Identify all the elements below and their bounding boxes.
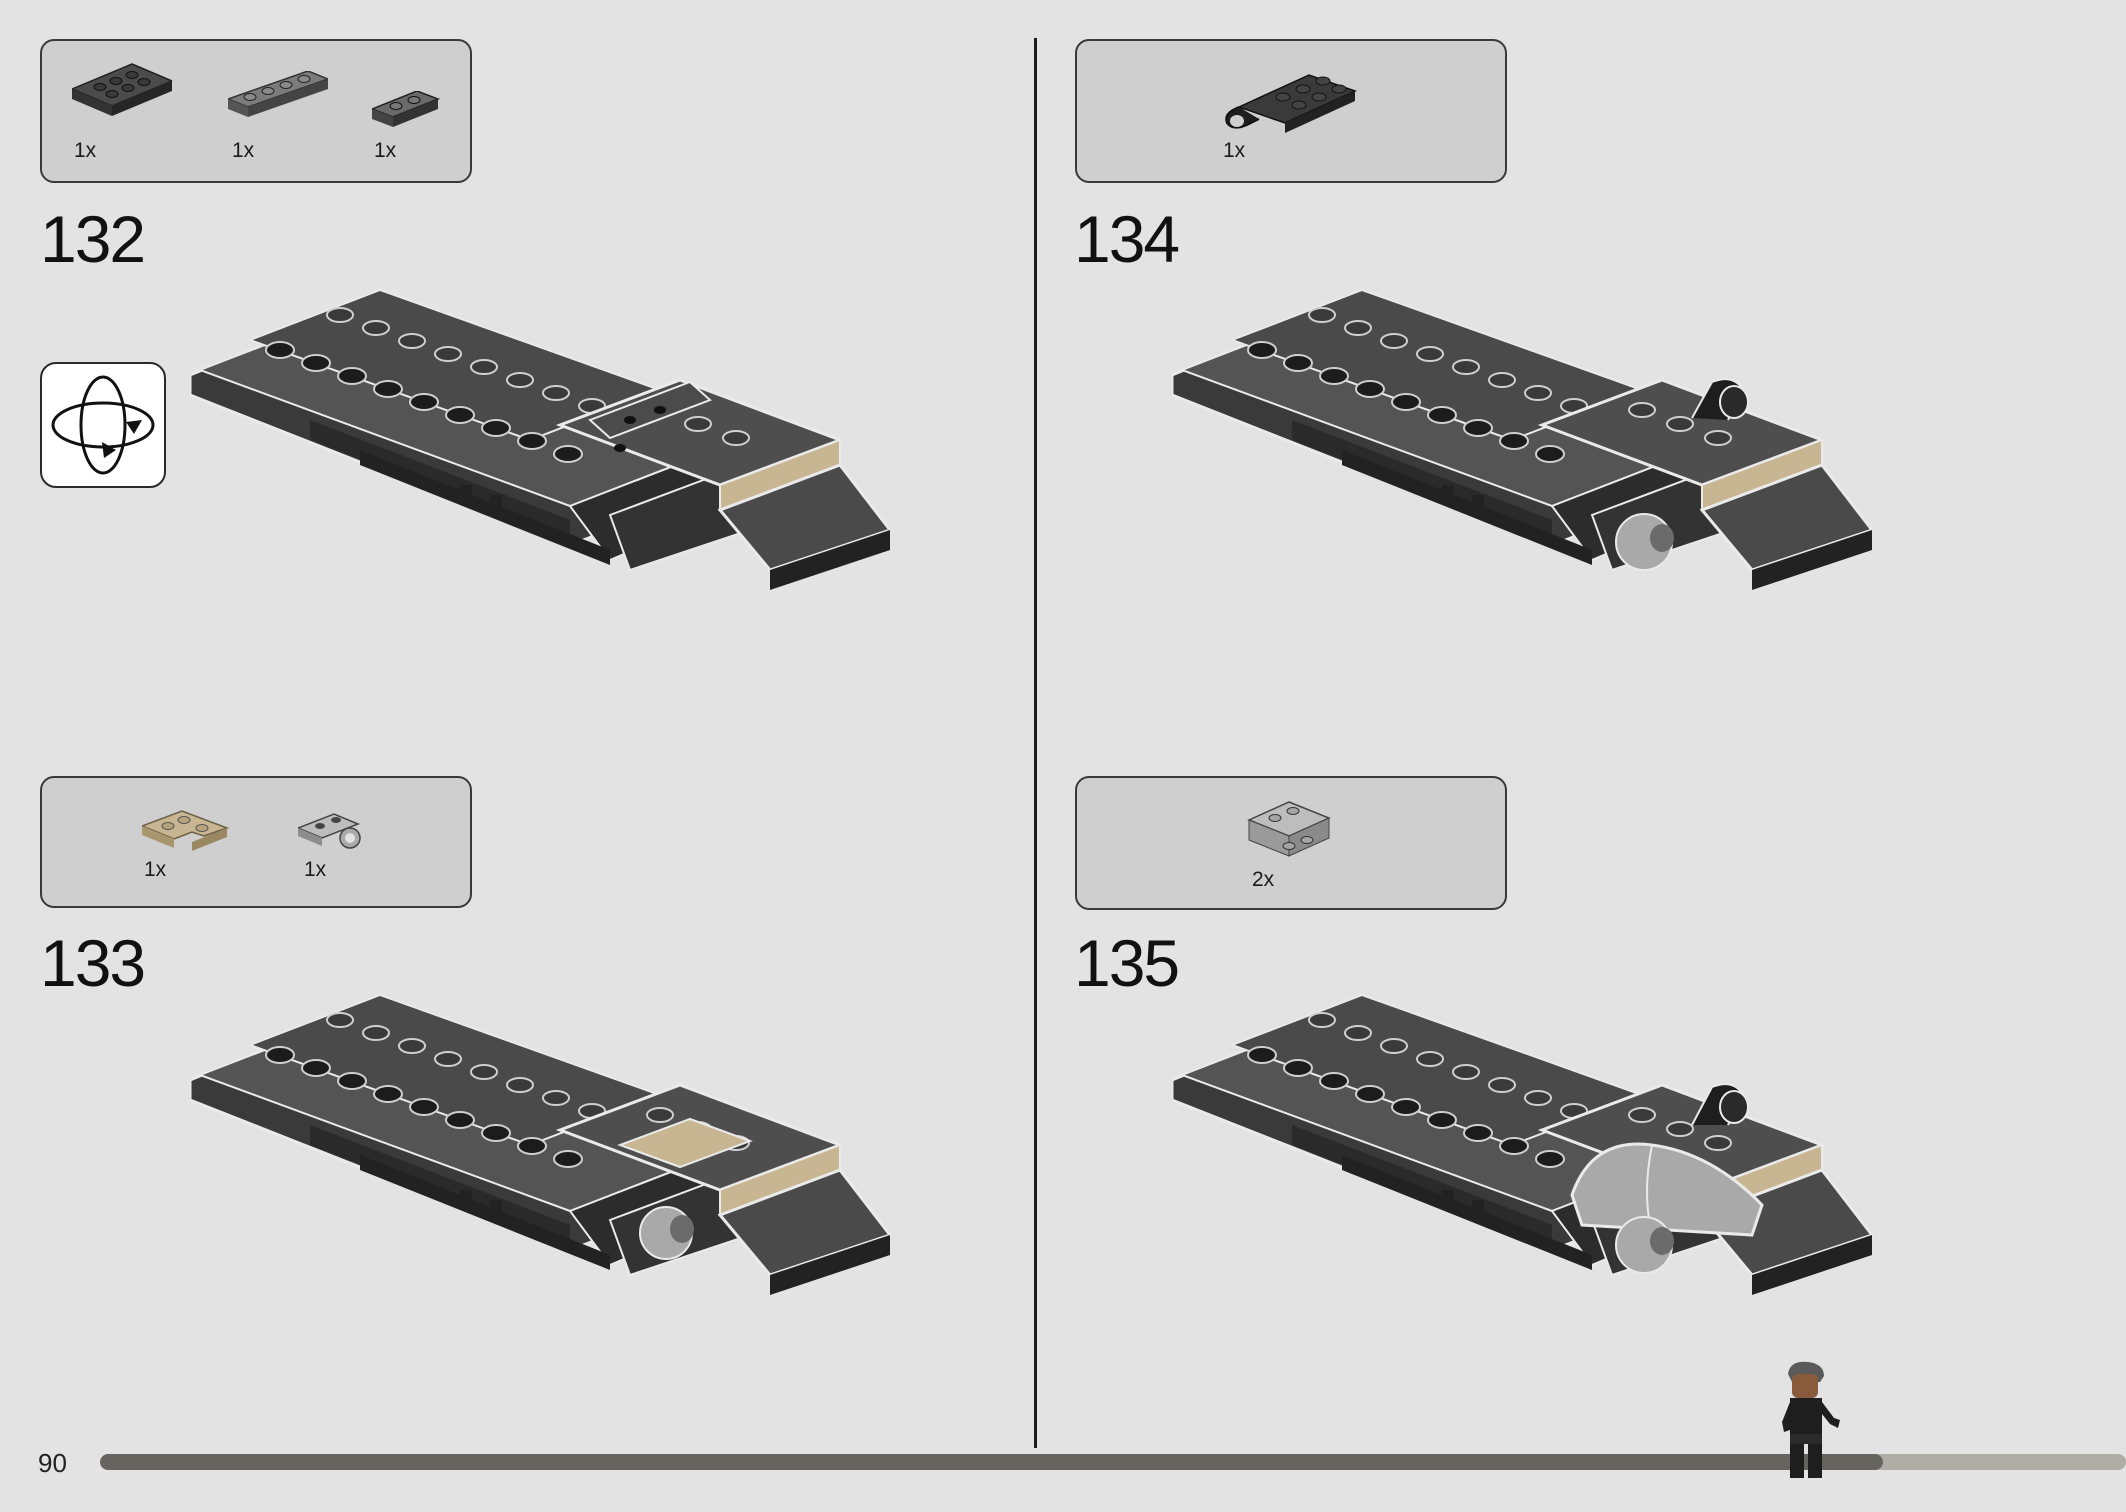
part-plate-1x2-dark-gray: [372, 91, 441, 127]
rotate-model-icon: [51, 375, 155, 475]
part-plate-2x4-dark-gray: [72, 63, 172, 116]
step-number: 135: [1074, 926, 1180, 1000]
part-quantity: 1x: [144, 858, 167, 881]
page-number: 90: [38, 1448, 67, 1478]
part-plate-2x3-with-clip-black: [1225, 74, 1358, 133]
rotate-callout: [40, 362, 166, 488]
part-quantity: 1x: [232, 139, 255, 162]
part-plate-2x2-corner-tan: [142, 810, 230, 851]
part-quantity: 1x: [374, 139, 397, 162]
model-assembly-step-134: [1172, 288, 1874, 592]
minifigure-icon: [1782, 1361, 1840, 1478]
page-divider: [1034, 38, 1037, 1448]
parts-callout-step-134: 1x: [1075, 39, 1507, 183]
step-number: 133: [40, 926, 146, 1000]
parts-callout-step-133: 1x 1x: [40, 776, 472, 908]
parts-callout-step-132: 1x 1x 1x: [40, 39, 472, 183]
step-number: 134: [1074, 202, 1180, 276]
part-quantity: 1x: [304, 858, 327, 881]
step-number: 132: [40, 202, 146, 276]
part-quantity: 1x: [1223, 139, 1246, 162]
part-plate-1x4-dark-gray: [228, 71, 328, 117]
model-assembly-step-135: [1172, 993, 1874, 1297]
model-assembly-step-132: [190, 288, 892, 592]
build-progress-fill: [100, 1454, 1883, 1470]
part-quantity: 2x: [1252, 868, 1275, 891]
build-progress-bar: [100, 1454, 2126, 1470]
model-assembly-step-133: [190, 993, 892, 1297]
parts-callout-step-135: 2x: [1075, 776, 1507, 910]
part-plate-with-clip-light-gray: [298, 813, 361, 849]
part-quantity: 1x: [74, 139, 97, 162]
part-inverted-tile-2x2-light-gray: [1247, 801, 1331, 857]
